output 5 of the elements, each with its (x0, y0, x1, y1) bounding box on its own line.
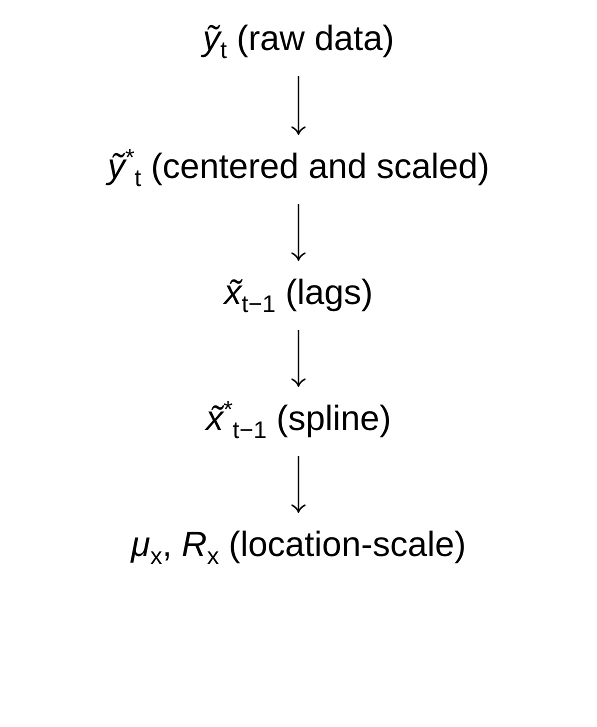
formula-label: x̃$^{*}$$_{t−1}$ (spline) (206, 398, 392, 440)
formula-label: x̃$_{t−1}$ (lags) (224, 272, 373, 314)
formula-label: ỹ$_{t}$ (raw data) (202, 18, 394, 60)
formula-label: μ$_{x}$, R$_{x}$ (location-scale) (131, 524, 466, 566)
formula-label: ỹ$^{*}$$_{t}$ (centered and scaled) (108, 146, 490, 188)
